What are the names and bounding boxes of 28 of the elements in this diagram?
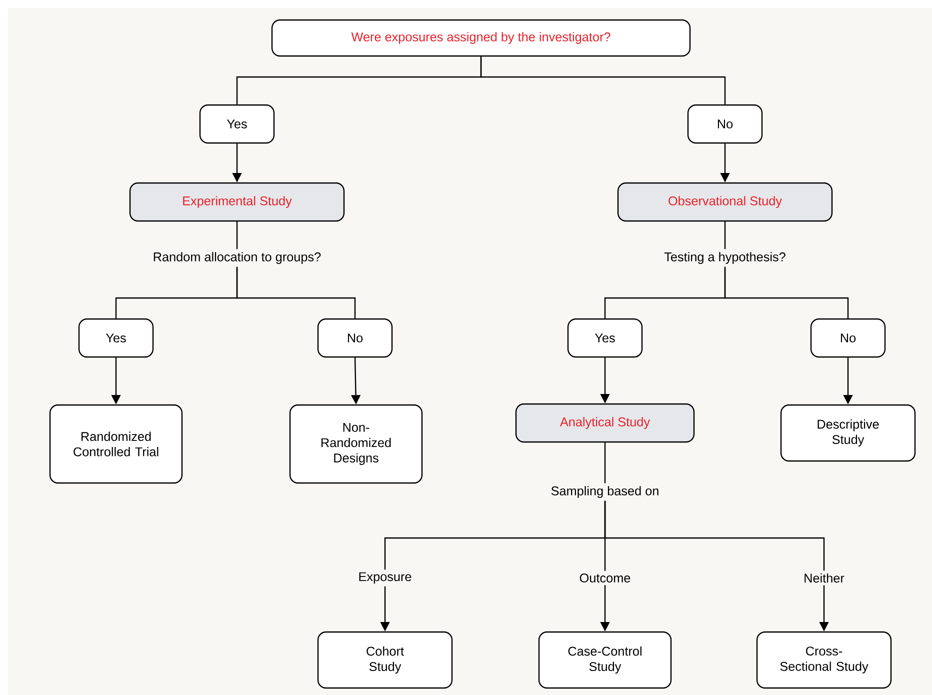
edge-label: Exposure [356, 570, 414, 586]
question-text: Random allocation to groups? [150, 249, 324, 267]
answer-box: Non-Randomized Designs [289, 404, 423, 484]
answer-box: Yes [199, 104, 275, 144]
answer-box: No [317, 318, 393, 358]
answer-box: Randomized Controlled Trial [49, 404, 183, 484]
category-box: Experimental Study [129, 182, 345, 222]
connector-line [724, 222, 726, 250]
question-box: Were exposures assigned by the investigator? [271, 19, 691, 57]
answer-box: Yes [567, 318, 643, 358]
answer-box: Cohort Study [317, 631, 453, 689]
connector-line [236, 266, 356, 318]
answer-box: No [687, 104, 763, 144]
answer-box: Yes [78, 318, 154, 358]
connector-line [604, 442, 606, 484]
answer-box: Descriptive Study [780, 404, 916, 462]
edge-label: Outcome [576, 570, 634, 586]
answer-box: Cross-Sectional Study [756, 631, 892, 689]
connector-line [724, 266, 849, 318]
connector-line [236, 222, 238, 250]
edge-label: Neither [800, 570, 848, 586]
category-box: Analytical Study [515, 403, 695, 443]
question-text: Testing a hypothesis? [661, 249, 789, 267]
connector-line [480, 56, 726, 104]
category-box: Observational Study [617, 182, 833, 222]
answer-box: No [810, 318, 886, 358]
answer-box: Case-Control Study [538, 631, 672, 689]
question-text: Sampling based on [548, 483, 662, 501]
